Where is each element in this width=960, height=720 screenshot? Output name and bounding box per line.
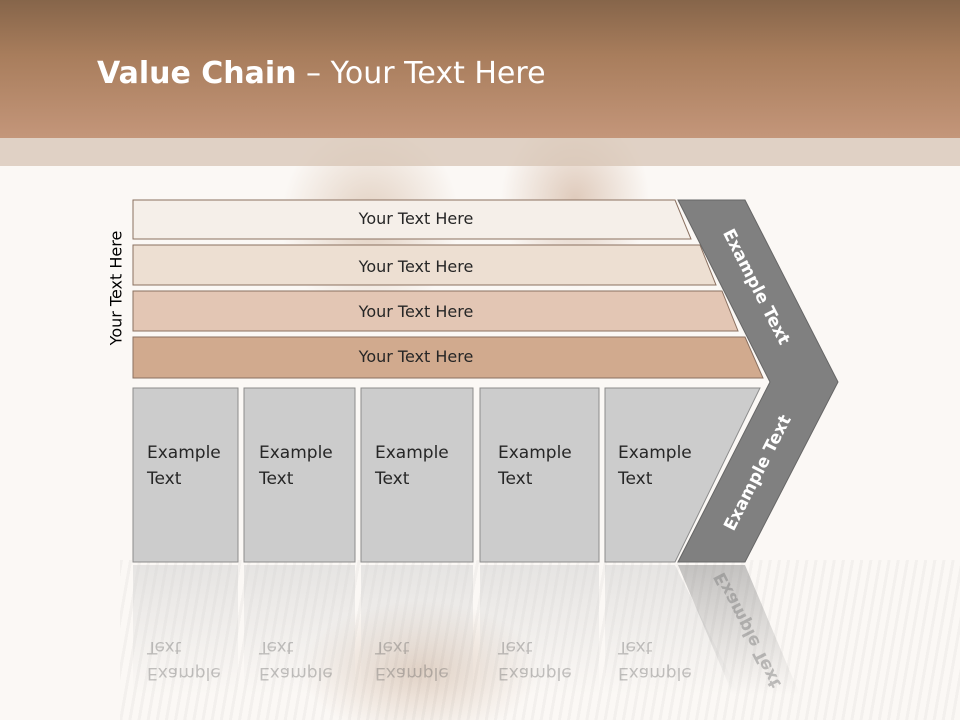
cell-label-line2: Text	[618, 469, 653, 489]
support-row-4[interactable]	[132, 336, 764, 379]
cell-label-line2: Text	[147, 469, 182, 489]
primary-cell-4[interactable]	[479, 387, 600, 563]
support-row-2[interactable]	[132, 244, 717, 286]
cell-label-line1: Example	[147, 443, 221, 463]
primary-cell-2[interactable]	[243, 387, 356, 563]
cell-label-line2: Text	[259, 469, 294, 489]
cell-label-line1: Example	[618, 443, 692, 463]
support-row-label: Your Text Here	[358, 302, 474, 321]
support-row-1[interactable]	[132, 199, 692, 240]
margin-chevron[interactable]	[677, 199, 839, 563]
primary-cell-3[interactable]	[360, 387, 474, 563]
cell-label-line2: Text	[375, 469, 410, 489]
support-row-3[interactable]	[132, 290, 739, 332]
header-bar	[0, 0, 960, 138]
cell-label-line1: Example	[375, 443, 449, 463]
header-band	[0, 138, 960, 166]
cell-label-line1: Example	[259, 443, 333, 463]
slide-title: Value Chain – Your Text Here	[97, 52, 546, 96]
support-row-label: Your Text Here	[358, 347, 474, 366]
cell-label-line1: Example	[498, 443, 572, 463]
support-row-label: Your Text Here	[358, 209, 474, 228]
cell-label-line2: Text	[498, 469, 533, 489]
title-rest: – Your Text Here	[296, 56, 546, 91]
primary-cell-1[interactable]	[132, 387, 239, 563]
title-bold: Value Chain	[97, 56, 297, 91]
reflection	[133, 565, 800, 695]
primary-cell-5[interactable]	[604, 387, 761, 563]
support-row-label: Your Text Here	[358, 257, 474, 276]
